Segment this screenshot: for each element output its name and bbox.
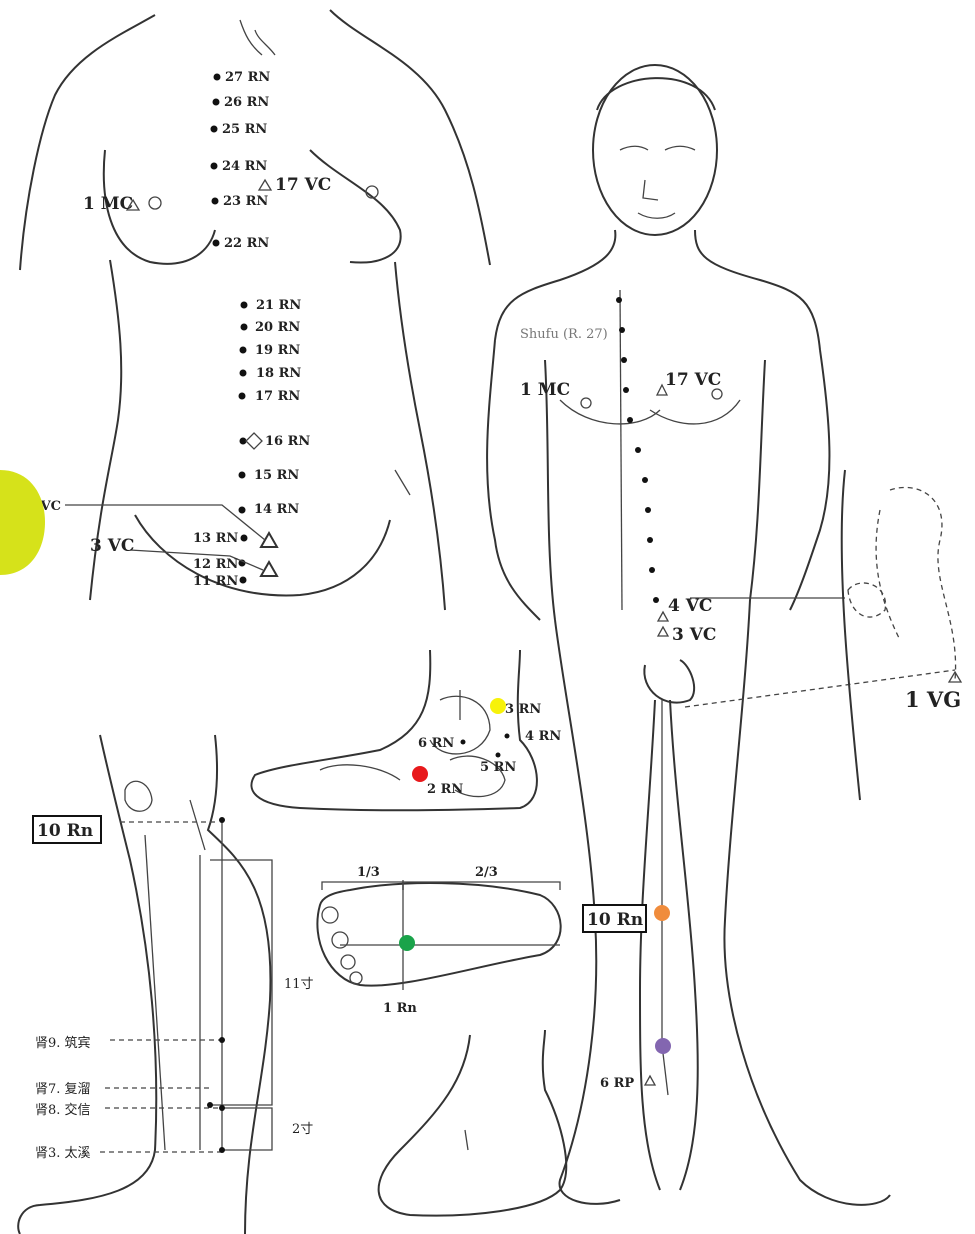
foot-labels: 3 RN 4 RN 6 RN 5 RN 2 RN	[418, 702, 561, 797]
label-body-1mc: 1 MC	[520, 380, 570, 400]
sole-labels: 1/3 2/3 1 Rn	[357, 865, 498, 1016]
label-27rn: 27 RN	[225, 70, 270, 85]
label-25rn: 25 RN	[222, 122, 267, 137]
label-11rn: 11 RN	[193, 574, 238, 589]
label-body-4vc: 4 VC	[668, 596, 712, 616]
torso-labels: 27 RN 26 RN 25 RN 24 RN 23 RN 22 RN 21 R…	[27, 70, 331, 589]
marker-green	[399, 935, 415, 951]
colored-markers	[399, 698, 671, 1054]
label-2cun: 2寸	[292, 1122, 313, 1137]
label-17rn: 17 RN	[255, 389, 300, 404]
label-14rn: 14 RN	[254, 502, 299, 517]
vc17-triangle-icon	[259, 180, 271, 190]
label-24rn: 24 RN	[222, 159, 267, 174]
figure-labels: Shufu (R. 27) 1 MC 17 VC 4 VC 3 VC 1 VG …	[520, 327, 961, 1091]
label-26rn: 26 RN	[224, 95, 269, 110]
foot-side-view	[251, 650, 536, 810]
label-18rn: 18 RN	[256, 366, 301, 381]
label-1mc: 1 MC	[83, 194, 133, 214]
label-11cun: 11寸	[284, 977, 314, 992]
vc3-triangle-icon	[261, 562, 277, 576]
body-nipple-left-icon	[581, 398, 591, 408]
marker-purple	[655, 1038, 671, 1054]
label-body-3vc: 3 VC	[672, 625, 716, 645]
label-two-thirds: 2/3	[475, 865, 498, 880]
side-tab-marker	[0, 470, 45, 575]
label-3rn: 3 RN	[505, 702, 541, 717]
marker-yellow	[490, 698, 506, 714]
label-19rn: 19 RN	[255, 343, 300, 358]
rn16-diamond-icon	[246, 433, 262, 449]
label-6rn: 6 RN	[418, 736, 454, 751]
torso-rn-points	[65, 74, 277, 584]
label-6rp: 6 RP	[600, 1076, 634, 1091]
label-17vc: 17 VC	[275, 175, 331, 195]
label-4rn: 4 RN	[525, 729, 561, 744]
label-21rn: 21 RN	[256, 298, 301, 313]
label-1vg: 1 VG	[905, 687, 961, 712]
vc4-triangle-icon	[261, 533, 277, 547]
label-one-third: 1/3	[357, 865, 380, 880]
label-body-17vc: 17 VC	[665, 370, 721, 390]
label-22rn: 22 RN	[224, 236, 269, 251]
label-15rn: 15 RN	[254, 468, 299, 483]
label-2rn: 2 RN	[427, 782, 463, 797]
marker-red	[412, 766, 428, 782]
label-1rn: 1 Rn	[383, 1001, 417, 1016]
label-k9: 肾9. 筑宾	[35, 1035, 91, 1051]
label-23rn: 23 RN	[223, 194, 268, 209]
label-k3: 肾3. 太溪	[35, 1146, 91, 1161]
label-3vc: 3 VC	[90, 536, 134, 556]
marker-orange	[654, 905, 670, 921]
sacrum-inset	[842, 470, 961, 800]
sole-view	[317, 880, 560, 990]
body-nipple-right-icon	[712, 389, 722, 399]
label-5rn: 5 RN	[480, 760, 516, 775]
label-13rn: 13 RN	[193, 531, 238, 546]
lower-foot	[379, 1030, 567, 1216]
label-12rn: 12 RN	[193, 557, 238, 572]
label-body-10rn: 10 Rn	[587, 910, 643, 930]
label-k7: 肾7. 复溜	[35, 1082, 91, 1097]
label-shufu: Shufu (R. 27)	[520, 327, 608, 342]
label-16rn: 16 RN	[265, 434, 310, 449]
label-k8: 肾8. 交信	[35, 1102, 91, 1118]
rp6-triangle-icon	[645, 1076, 655, 1085]
standing-figure	[487, 65, 955, 1205]
nipple-left-icon	[149, 197, 161, 209]
label-leg-10rn: 10 Rn	[37, 821, 93, 841]
label-20rn: 20 RN	[255, 320, 300, 335]
